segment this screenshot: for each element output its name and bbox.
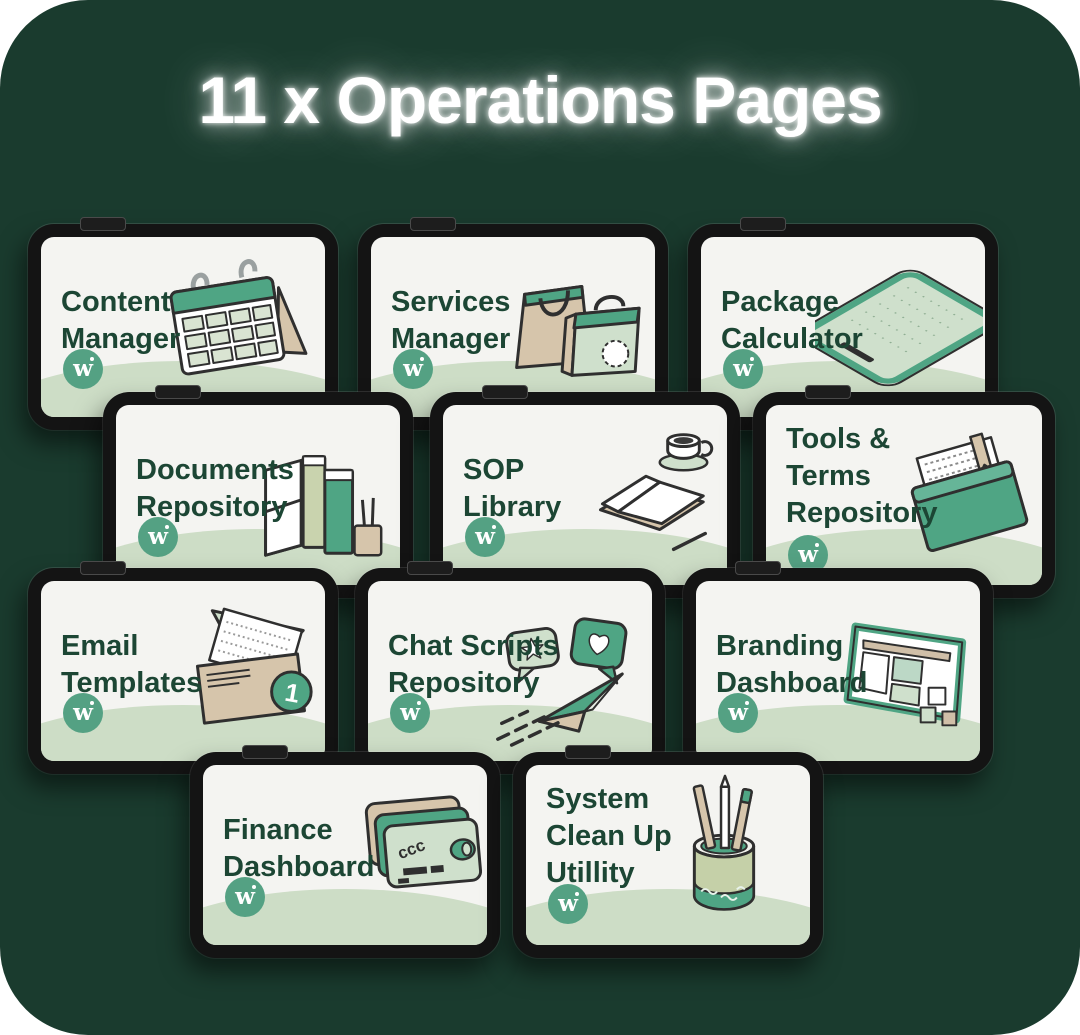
calendar-icon <box>169 259 308 376</box>
folder-icon <box>910 432 1029 552</box>
svg-text:1: 1 <box>283 679 302 709</box>
brand-badge: w <box>63 348 103 389</box>
books-shelf-icon <box>264 454 383 557</box>
tablet-camera-notch <box>80 217 126 231</box>
tablet-calculator-icon <box>815 269 983 387</box>
envelope-icon: 1 <box>195 607 313 725</box>
brand-badge: w <box>390 692 430 733</box>
tablet-camera-notch <box>410 217 456 231</box>
brand-badge: w <box>225 876 265 917</box>
brand-badge: w <box>138 516 178 557</box>
brand-badge: w <box>465 516 505 557</box>
tablet-camera-notch <box>735 561 781 575</box>
tablet-camera-notch <box>805 385 851 399</box>
open-book-coffee-icon <box>599 433 714 552</box>
tablet-camera-notch <box>155 385 201 399</box>
brand-badge: w <box>63 692 103 733</box>
pen-cup-icon <box>692 774 756 911</box>
shopping-bags-icon <box>515 284 641 377</box>
brand-badge: w <box>723 348 763 389</box>
brand-badge: w <box>788 534 828 575</box>
brand-badge: w <box>393 348 433 389</box>
page-title: 11 x Operations Pages <box>198 63 882 137</box>
design-board-icon <box>843 622 967 727</box>
paper-plane-chat-icon <box>496 617 628 747</box>
tablet-camera-notch <box>242 745 288 759</box>
credit-cards-icon: ccc <box>364 795 483 889</box>
brand-badge: w <box>548 883 588 924</box>
brand-badge: w <box>718 692 758 733</box>
tablet-camera-notch <box>482 385 528 399</box>
tablet-camera-notch <box>565 745 611 759</box>
tablet-camera-notch <box>740 217 786 231</box>
tablet-camera-notch <box>80 561 126 575</box>
tablet-camera-notch <box>407 561 453 575</box>
